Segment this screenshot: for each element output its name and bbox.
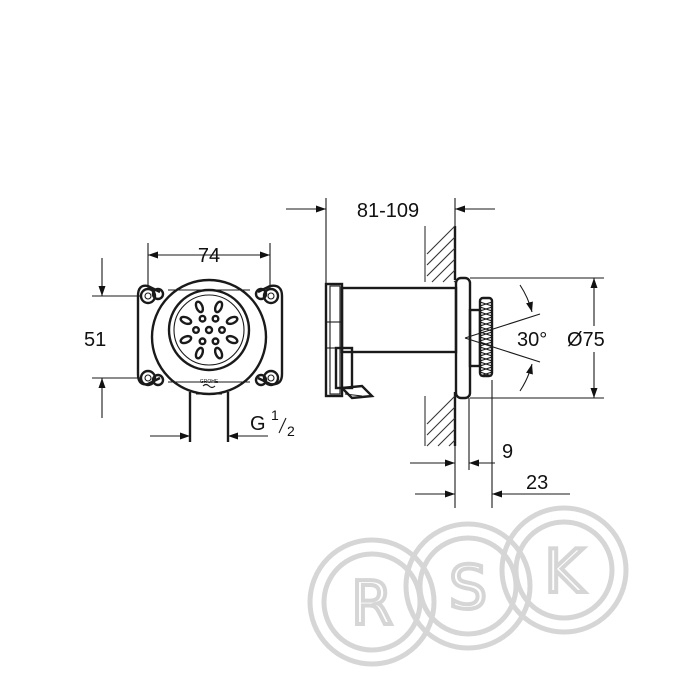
- depth-label: 81-109: [357, 200, 419, 222]
- nozzle: [191, 326, 200, 335]
- diameter-label: Ø75: [567, 329, 605, 351]
- knurl-line: [479, 326, 493, 332]
- thread-denominator: 2: [287, 423, 295, 439]
- watermark-ring-s: S: [403, 521, 533, 651]
- knurl-line: [479, 306, 493, 312]
- nozzle: [213, 346, 224, 360]
- brand-mark: GROHE: [200, 379, 219, 385]
- nozzle: [211, 337, 220, 346]
- knurl-line: [479, 331, 493, 337]
- side-view: 81-109: [286, 198, 605, 508]
- hatch-line: [431, 258, 456, 283]
- nozzle: [211, 314, 220, 323]
- spray-head: [468, 296, 494, 378]
- knurl-line: [479, 366, 493, 372]
- thread-numerator: 1: [271, 407, 279, 423]
- nozzle: [217, 326, 226, 335]
- knurl-line: [479, 361, 493, 367]
- inlet-pipe: [188, 392, 230, 442]
- watermark-letter-k: K: [544, 537, 585, 607]
- spray-face-inner: [173, 294, 245, 366]
- nozzle: [225, 315, 239, 326]
- knurl-line: [479, 341, 493, 347]
- spray-angle: 30°: [464, 284, 547, 392]
- spray-face-outer: [167, 288, 251, 372]
- knurl-line: [479, 301, 493, 307]
- hatch-line: [426, 417, 456, 447]
- knurl-line: [479, 321, 493, 327]
- screw-hole-top-left: [139, 287, 165, 305]
- nozzle: [194, 300, 205, 314]
- knurl-line: [479, 371, 493, 377]
- front-view: 74 51: [84, 243, 295, 442]
- angle-label: 30°: [517, 329, 547, 351]
- hatch-line: [426, 236, 456, 266]
- diameter-dimension: Ø75: [470, 277, 605, 399]
- rosette-dimension: 9: [410, 398, 513, 470]
- depth-dimension: 81-109: [286, 198, 495, 300]
- rosette-label: 9: [502, 441, 513, 463]
- hatch-line: [426, 406, 456, 436]
- nozzle: [225, 334, 239, 345]
- watermark-ring-k: K: [499, 505, 629, 635]
- wall-hatching-bottom: [424, 395, 456, 447]
- nozzle: [194, 346, 205, 360]
- screw-hole-bottom-right: [254, 369, 280, 387]
- nozzle: [198, 337, 207, 346]
- nozzle: [213, 300, 224, 314]
- screw-hole-bottom-left: [139, 369, 165, 387]
- watermark-letter-r: R: [351, 569, 393, 639]
- nozzle: [198, 314, 207, 323]
- nozzle: [179, 315, 193, 326]
- nozzle-pattern: [179, 300, 239, 360]
- hatch-line: [426, 225, 456, 255]
- knurl-line: [479, 356, 493, 362]
- knurl-line: [479, 336, 493, 342]
- rosette-plate: [454, 276, 472, 400]
- body-side: [324, 282, 458, 400]
- width-dimension: 74: [147, 243, 271, 290]
- height-label: 51: [84, 329, 106, 351]
- hatch-line: [448, 439, 456, 447]
- knurl-line: [479, 346, 493, 352]
- wall-hatching-top: [424, 225, 456, 283]
- height-dimension: 51: [84, 258, 142, 418]
- knurl-line: [479, 351, 493, 357]
- thread-label: G: [250, 413, 266, 435]
- hatch-line: [426, 395, 456, 425]
- hatch-line: [437, 428, 456, 447]
- thread-dimension: G 1 2: [150, 407, 295, 440]
- nozzle: [179, 334, 193, 345]
- watermark-ring-r: R: [307, 537, 437, 667]
- wall: [424, 225, 457, 447]
- nozzle: [204, 325, 214, 335]
- watermark: R S K: [307, 505, 629, 667]
- screw-hole-top-right: [254, 287, 280, 305]
- hatch-line: [453, 280, 456, 283]
- hatch-line: [442, 269, 456, 283]
- projection-dimension: 23: [415, 380, 570, 508]
- knurl-pattern: [479, 301, 493, 377]
- projection-label: 23: [526, 472, 548, 494]
- screw-holes: [139, 287, 280, 387]
- knurl-line: [479, 316, 493, 322]
- hatch-line: [426, 247, 456, 277]
- knurl-line: [479, 311, 493, 317]
- watermark-letter-s: S: [449, 553, 487, 623]
- width-label: 74: [198, 245, 220, 267]
